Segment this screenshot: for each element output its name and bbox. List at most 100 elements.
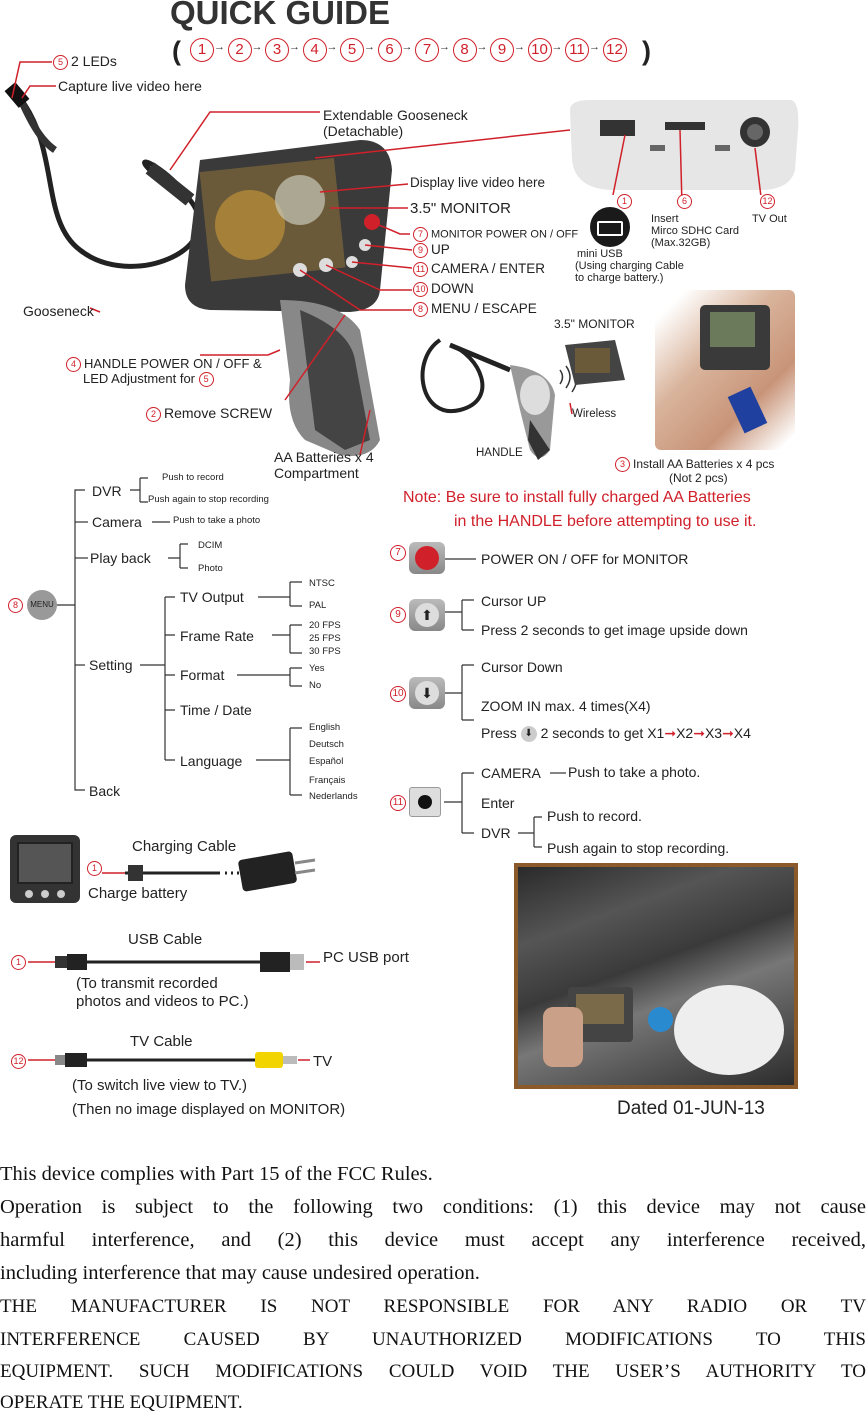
menu-tvoutput-item-1: NTSC bbox=[309, 578, 335, 589]
tvout-label: TV Out bbox=[752, 213, 787, 225]
sequence-step: 9 bbox=[490, 38, 514, 62]
sequence-circles: 1→2→3→4→5→6→7→8→9→10→11→12 bbox=[190, 38, 640, 64]
button-bracket-lines bbox=[444, 558, 566, 848]
sequence-arrow-icon: → bbox=[589, 41, 600, 53]
install-label-2: (Not 2 pcs) bbox=[669, 471, 728, 485]
handle-label: HANDLE bbox=[476, 447, 523, 459]
engine-inspection-photo bbox=[514, 863, 798, 1089]
close-paren: ) bbox=[642, 36, 651, 66]
enter-desc: Enter bbox=[481, 795, 515, 811]
batteries-label-1: AA Batteries x 4 bbox=[274, 449, 374, 465]
sequence-step: 3 bbox=[265, 38, 289, 62]
sequence-step: 6 bbox=[377, 38, 402, 62]
sequence-step: 12 bbox=[602, 38, 627, 62]
fcc-p3-line-3: EQUIPMENT. SUCH MODIFICATIONS COULD VOID… bbox=[0, 1361, 866, 1382]
sequence-step: 8 bbox=[452, 38, 477, 62]
menu-setting: Setting bbox=[89, 657, 133, 673]
menu-playback-item-1: DCIM bbox=[198, 540, 223, 551]
up-button-icon: ⬆ bbox=[409, 599, 445, 631]
sequence-step: 2 bbox=[227, 38, 252, 62]
usb-num: 1 bbox=[617, 194, 635, 209]
menu-lang-1: English bbox=[309, 722, 341, 733]
device-illustration bbox=[4, 61, 571, 456]
sequence-arrow-icon: → bbox=[289, 41, 300, 53]
up-num: 9 bbox=[390, 607, 406, 623]
sequence-arrow-icon: → bbox=[326, 41, 338, 53]
menu-playback-item-2: Photo bbox=[198, 563, 223, 574]
sd-line-2: Mirco SDHC Card bbox=[651, 225, 740, 237]
charging-desc: 1 bbox=[87, 861, 105, 876]
sequence-arrow-icon: → bbox=[439, 41, 450, 53]
sequence-arrow-icon: → bbox=[514, 41, 525, 53]
tv-num-circle: 12 bbox=[11, 1054, 29, 1069]
down-desc-3: Press ⬇ 2 seconds to get X1➞X2➞X3➞X4 bbox=[481, 725, 751, 743]
gooseneck-ext-label-1: Extendable Gooseneck bbox=[323, 107, 468, 123]
note-line-2: in the HANDLE before attempting to use i… bbox=[454, 513, 757, 530]
usb-icon bbox=[590, 207, 630, 247]
menu-tree-lines bbox=[55, 477, 302, 796]
gooseneck-ext-label-2: (Detachable) bbox=[323, 123, 404, 139]
menu-language: Language bbox=[180, 753, 243, 769]
sequence-arrow-icon: → bbox=[551, 41, 563, 53]
camera-desc-push: Push to take a photo. bbox=[568, 764, 701, 780]
menu-format: Format bbox=[180, 667, 225, 683]
dvr-item-2: Push again to stop recording. bbox=[547, 840, 730, 856]
sequence-step: 5 bbox=[340, 38, 364, 62]
menu-num: 8 bbox=[8, 598, 26, 613]
sequence-step: 10 bbox=[527, 38, 552, 62]
tv-desc-2: (Then no image displayed on MONITOR) bbox=[72, 1101, 346, 1118]
sequence-row: ( bbox=[172, 36, 181, 67]
monitor-label: 3.5" MONITOR bbox=[410, 200, 511, 217]
dvr-item-1: Push to record. bbox=[547, 808, 642, 824]
charging-cable-drawing bbox=[102, 851, 316, 892]
sequence-step: 11 bbox=[565, 38, 589, 62]
menu-playback: Play back bbox=[90, 550, 151, 566]
charging-monitor-photo bbox=[10, 835, 80, 903]
sequence-step: 7 bbox=[415, 38, 439, 62]
menu-tvoutput: TV Output bbox=[180, 589, 244, 605]
usb-line-3: to charge battery.) bbox=[575, 272, 664, 284]
menu-timedate: Time / Date bbox=[180, 702, 252, 718]
monitor-bottom-photo bbox=[570, 100, 799, 195]
open-paren: ( bbox=[172, 36, 181, 66]
down-small-icon: ⬇ bbox=[520, 726, 537, 743]
dvr-desc: DVR bbox=[481, 825, 511, 841]
down-desc-2: ZOOM IN max. 4 times(X4) bbox=[481, 698, 651, 714]
menu-camera-item: Push to take a photo bbox=[173, 515, 261, 526]
tv-title: TV Cable bbox=[130, 1033, 193, 1050]
monitor2-label: 3.5" MONITOR bbox=[554, 317, 635, 331]
page-title: QUICK GUIDE bbox=[170, 0, 391, 31]
sequence-step: 1 bbox=[190, 38, 214, 62]
power-button-icon bbox=[409, 542, 445, 574]
up-desc-2: Press 2 seconds to get image upside down bbox=[481, 622, 748, 638]
sd-line-3: (Max.32GB) bbox=[651, 237, 711, 249]
fcc-p3-line-1: THE MANUFACTURER IS NOT RESPONSIBLE FOR … bbox=[0, 1296, 866, 1317]
tv-port: TV bbox=[313, 1053, 333, 1070]
down-button-icon: ⬇ bbox=[409, 677, 445, 709]
charging-text: Charge battery bbox=[88, 885, 188, 902]
charging-title: Charging Cable bbox=[132, 838, 237, 855]
sequence-arrow-icon: → bbox=[476, 41, 488, 53]
camera-num: 11 bbox=[390, 795, 406, 811]
menu-dvr-item-1: Push to record bbox=[162, 472, 224, 483]
fcc-p2-line-2: harmful interference, and (2) this devic… bbox=[0, 1229, 866, 1251]
menu-lang-2: Deutsch bbox=[309, 739, 344, 750]
down-num: 10 bbox=[390, 686, 406, 702]
tv-cable-drawing bbox=[28, 1052, 310, 1068]
menu-framerate-item-1: 20 FPS bbox=[309, 620, 341, 631]
usb-line-2: (Using charging Cable bbox=[575, 260, 684, 272]
menu-framerate-item-2: 25 FPS bbox=[309, 633, 341, 644]
up-desc-1: Cursor UP bbox=[481, 593, 547, 609]
usb-desc-1: (To transmit recorded bbox=[76, 975, 218, 992]
menu-lang-4: Français bbox=[309, 775, 346, 786]
menu-format-item-1: Yes bbox=[309, 663, 325, 674]
